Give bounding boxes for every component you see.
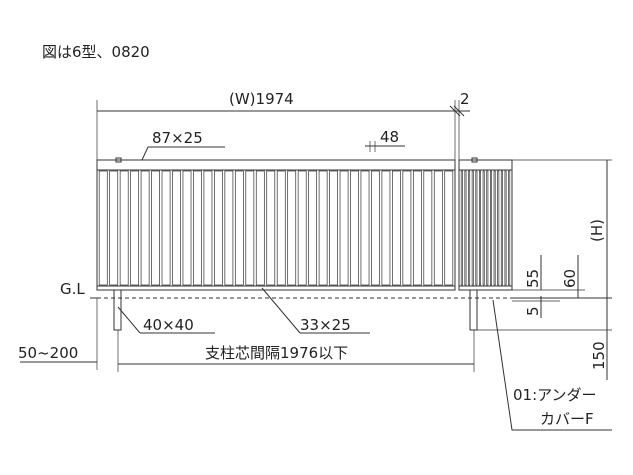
slat-gap-label: 48 [380, 128, 399, 146]
under-cover-callout: 01:アンダー カバーF [492, 299, 612, 431]
fence-slat [276, 170, 286, 286]
fence-slat [329, 170, 338, 286]
fence-slat [339, 170, 349, 286]
fence-slat [360, 170, 370, 286]
width-dimension: (W)1974 2 [96, 90, 470, 160]
top-rail-label: 87×25 [152, 129, 203, 147]
fence-slat [130, 170, 140, 286]
fence-slat [255, 170, 265, 286]
fence-slat [392, 170, 401, 286]
fence-slat [508, 170, 511, 286]
fence-slat [318, 170, 328, 286]
fence-slat [214, 170, 223, 286]
fence-slat [468, 170, 471, 286]
ground-line: G.L [60, 280, 612, 299]
fence-slat [119, 170, 129, 286]
post-label: 40×40 [143, 316, 194, 334]
h150-label: 150 [590, 341, 608, 370]
embed-dimension: 50~200 [18, 298, 98, 370]
fence-slat [161, 170, 171, 286]
fence-slat [381, 170, 391, 286]
ground-label: G.L [60, 280, 85, 298]
gap-label: 2 [460, 90, 470, 108]
fence-slat [471, 170, 474, 286]
fence-slat [182, 170, 192, 286]
fence-slat [245, 170, 255, 286]
fence-slat [234, 170, 244, 286]
part-label-line2: カバーF [540, 410, 594, 428]
fence-slat [504, 170, 507, 286]
drawing-caption: 図は6型、0820 [42, 43, 150, 61]
post-spacing-label: 支柱芯間隔1976以下 [205, 344, 348, 362]
fence-slat [172, 170, 181, 286]
fence-slat [109, 170, 119, 286]
fence-slat [486, 170, 489, 286]
slats-right [460, 170, 511, 286]
fence-slat [475, 170, 478, 286]
bottom-rail-callout: 33×25 [261, 287, 370, 334]
slats-left [98, 170, 454, 286]
fence-slat [423, 170, 433, 286]
fence-slat [193, 170, 202, 286]
fence-slat [151, 170, 160, 286]
fence-slat [297, 170, 307, 286]
h55-label: 55 [524, 269, 542, 288]
fence-slat [266, 170, 276, 286]
post-spacing-dimension: 支柱芯間隔1976以下 [117, 330, 475, 372]
fence-panel [96, 157, 513, 291]
fence-slat [402, 170, 412, 286]
fence-slat [433, 170, 443, 286]
slat-gap-callout: 48 [365, 128, 405, 152]
fence-slat [224, 170, 234, 286]
fence-slat [497, 170, 500, 286]
fence-slat [287, 170, 297, 286]
fence-slat [140, 170, 150, 286]
fence-slat [308, 170, 318, 286]
fence-slat [479, 170, 482, 286]
fence-slat [203, 170, 213, 286]
fence-slat [460, 170, 463, 286]
fence-slat [98, 170, 108, 286]
height-dimensions: (H) 55 60 5 150 [477, 159, 612, 380]
bottom-rail-label: 33×25 [300, 316, 351, 334]
height-label: (H) [588, 219, 606, 242]
fence-slat [444, 170, 454, 286]
h60-label: 60 [561, 269, 579, 288]
fence-slat [350, 170, 359, 286]
post-callout: 40×40 [117, 306, 215, 334]
fence-slat [489, 170, 492, 286]
fence-slat [412, 170, 422, 286]
fence-slat [482, 170, 485, 286]
fence-slat [500, 170, 503, 286]
h5-label: 5 [524, 306, 542, 316]
fence-slat [493, 170, 496, 286]
fence-slat [464, 170, 467, 286]
fence-slat [371, 170, 380, 286]
embed-label: 50~200 [18, 344, 78, 362]
part-label-line1: 01:アンダー [513, 386, 597, 404]
top-rail-callout: 87×25 [141, 129, 225, 161]
width-label: (W)1974 [229, 90, 294, 108]
